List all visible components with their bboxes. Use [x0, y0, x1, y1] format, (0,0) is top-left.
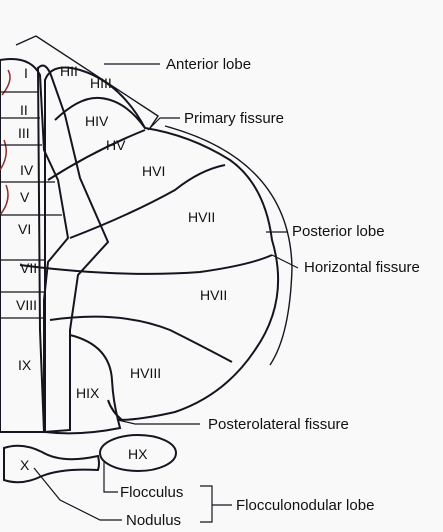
primary-fissure-label: Primary fissure [184, 110, 284, 127]
vermis-label-ii: II [20, 102, 28, 118]
hemisphere-label-hiii: HIII [90, 75, 112, 91]
vermis-label-iv: IV [20, 162, 34, 178]
horizontal-fissure-line [19, 254, 273, 275]
hviii-hix-boundary [69, 334, 119, 421]
hemisphere-label-hvi: HVI [142, 163, 165, 179]
hiii-hiv-boundary [54, 96, 146, 129]
hemisphere-labels: HII HIII HIV HV HVI HVII HVII HVIII HIX … [60, 63, 227, 462]
vermis-label-viii: VIII [16, 297, 37, 313]
vermis-label-x: X [20, 457, 30, 473]
primary-fissure-line [47, 129, 146, 181]
vermis-label-ix: IX [18, 357, 32, 373]
hemisphere-label-hiv: HIV [85, 113, 109, 129]
hemisphere-label-hvii-lower: HVII [200, 287, 227, 303]
vermis-region [0, 58, 70, 433]
hemisphere-label-hviii: HVIII [130, 365, 161, 381]
vermis-label-vii: VII [20, 260, 37, 276]
nodulus-label: Nodulus [126, 512, 181, 529]
hemisphere-label-hv: HV [106, 137, 126, 153]
hemisphere-label-hii: HII [60, 63, 78, 79]
posterior-lobe-bracket [164, 125, 293, 366]
paravermis-region [36, 64, 110, 434]
hemisphere-lobule-lines [19, 96, 273, 421]
nodulus-region [3, 444, 100, 484]
hemisphere-label-hx: HX [128, 446, 148, 462]
callout-labels: Anterior lobe Primary fissure Posterior … [120, 56, 420, 529]
vermis-label-i: I [24, 65, 28, 81]
hemisphere-region [44, 66, 280, 435]
flocculus-label: Flocculus [120, 484, 183, 501]
leader-lines [33, 63, 299, 523]
horizontal-fissure-label: Horizontal fissure [304, 259, 420, 276]
hemisphere-label-hvii-upper: HVII [188, 209, 215, 225]
vermis-label-vi: VI [18, 221, 31, 237]
vermis-label-iii: III [18, 125, 30, 141]
flocculonodular-lobe-label: Flocculonodular lobe [236, 497, 374, 514]
posterior-lobe-label: Posterior lobe [292, 223, 385, 240]
anterior-lobe-bracket [15, 35, 159, 129]
posterolateral-fissure-line [107, 399, 123, 421]
posterolateral-fissure-label: Posterolateral fissure [208, 416, 349, 433]
flocculus-region [99, 434, 177, 472]
vermis-lobule-dividers [0, 91, 62, 319]
vermis-labels: I II III IV V VI VII VIII IX X [16, 65, 37, 473]
hvi-hvii-boundary [69, 164, 226, 239]
vermis-label-v: V [20, 189, 30, 205]
hvii-hviii-boundary [49, 315, 233, 363]
hemisphere-label-hix: HIX [76, 385, 100, 401]
anterior-lobe-label: Anterior lobe [166, 56, 251, 73]
